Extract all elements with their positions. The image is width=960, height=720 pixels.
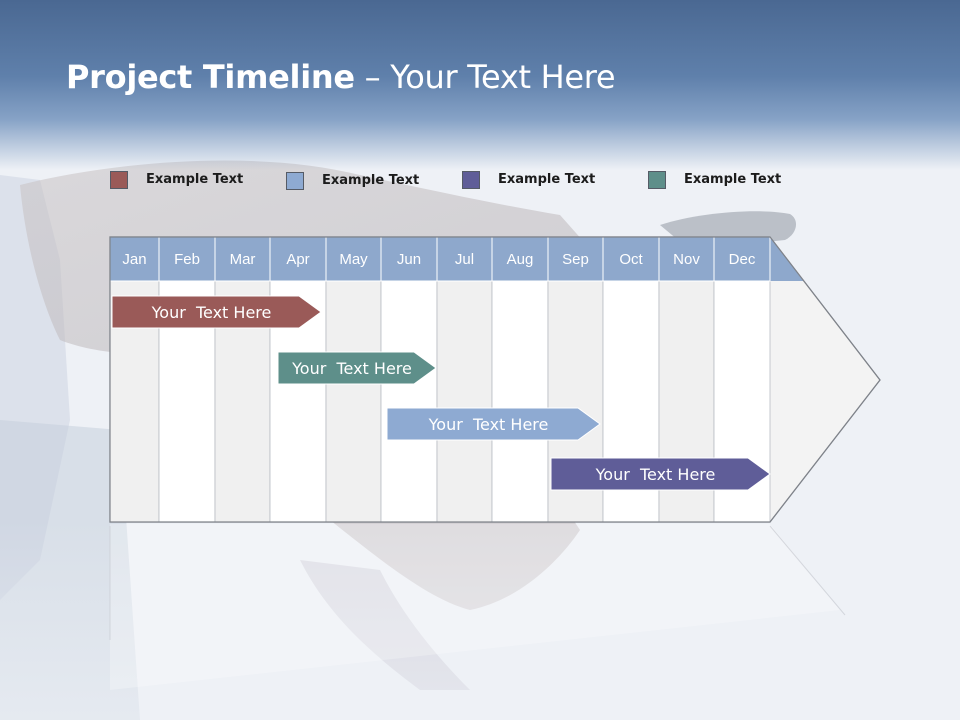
timeline-bar-label: Your Text Here — [291, 359, 412, 378]
legend-label: Example Text — [322, 173, 420, 188]
slide-title: Project Timeline – Your Text Here — [66, 58, 616, 96]
timeline-reflection — [109, 524, 846, 690]
month-header-cell — [547, 236, 604, 282]
month-header: Jan Feb Mar Apr May Jun Jul Aug Sep Oct Nov Dec — [109, 236, 881, 523]
month-header-cell — [491, 236, 549, 282]
timeline-bar — [386, 407, 601, 441]
month-label: Jul — [455, 251, 474, 268]
month-label: Nov — [673, 251, 700, 268]
timeline-bar — [550, 457, 771, 491]
reflection-edge — [769, 525, 846, 616]
month-label: Feb — [174, 251, 200, 268]
month-label: May — [339, 251, 368, 268]
month-label: Mar — [230, 251, 256, 268]
month-header-cell — [436, 236, 493, 282]
month-header-cell — [325, 236, 382, 282]
timeline-bar — [111, 295, 322, 329]
month-header-cell — [713, 236, 771, 282]
month-header-cell — [658, 236, 715, 282]
timeline-bar-label: Your Text Here — [428, 415, 549, 434]
month-label: Sep — [562, 251, 589, 268]
month-label: Oct — [619, 251, 643, 268]
month-header-cell — [269, 236, 327, 282]
arrow-outline — [109, 236, 881, 523]
legend-swatch — [110, 171, 128, 189]
month-label: Jan — [122, 251, 146, 268]
month-column — [325, 280, 382, 523]
month-label: Dec — [729, 251, 756, 268]
timeline-bar-label: Your Text Here — [595, 465, 716, 484]
timeline-bar — [277, 351, 437, 385]
month-header-cell — [602, 236, 660, 282]
month-column — [436, 280, 493, 523]
legend-swatch — [648, 171, 666, 189]
month-header-cell — [214, 236, 271, 282]
month-label: Jun — [397, 251, 421, 268]
month-label: Aug — [507, 251, 534, 268]
legend-label: Example Text — [146, 172, 244, 187]
month-label: Apr — [286, 251, 309, 268]
month-column — [491, 280, 549, 523]
month-column — [380, 280, 438, 523]
legend-label: Example Text — [684, 172, 782, 187]
legend-label: Example Text — [498, 172, 596, 187]
title-rest: – Your Text Here — [354, 58, 616, 96]
legend-swatch — [462, 171, 480, 189]
reflection-shape — [110, 524, 840, 690]
title-bold: Project Timeline — [66, 58, 355, 96]
timeline-bar-label: Your Text Here — [151, 303, 272, 322]
header-band — [0, 0, 960, 170]
legend-swatch — [286, 172, 304, 190]
